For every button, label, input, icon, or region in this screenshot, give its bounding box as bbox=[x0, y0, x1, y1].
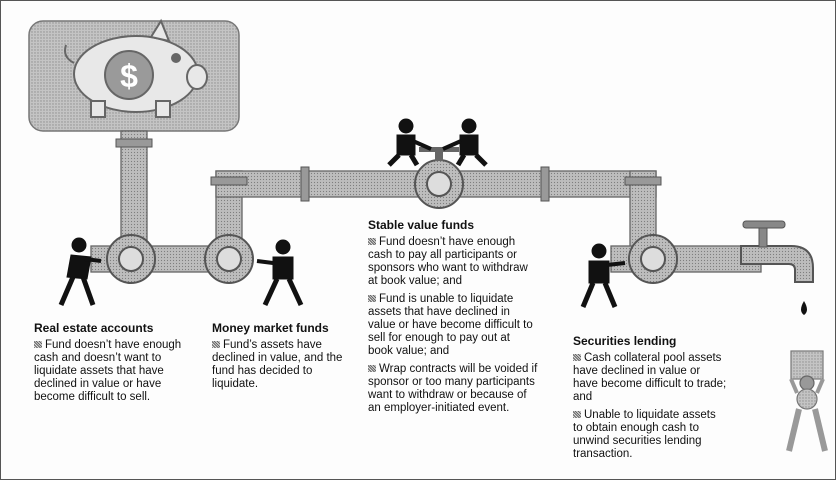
bullet-icon bbox=[368, 295, 376, 302]
stable-value-title: Stable value funds bbox=[368, 218, 475, 232]
valve-right bbox=[628, 234, 678, 284]
bullet-icon bbox=[368, 365, 376, 372]
real-estate-block: Real estate accounts Fund doesn’t have e… bbox=[34, 322, 184, 409]
real-estate-item: Fund doesn’t have enough cash and doesn’… bbox=[34, 339, 182, 403]
securities-lending-block: Securities lending Cash collateral pool … bbox=[573, 335, 728, 466]
person-turning-valve-icon bbox=[256, 239, 304, 307]
bullet-icon bbox=[34, 341, 42, 348]
water-drop-icon bbox=[801, 301, 807, 315]
bullet-icon bbox=[212, 341, 220, 348]
bullet-icon bbox=[573, 411, 581, 418]
securities-lending-item: Unable to liquidate assets to obtain eno… bbox=[573, 409, 716, 460]
bullet-icon bbox=[368, 238, 376, 245]
valve-left bbox=[106, 234, 156, 284]
money-market-title: Money market funds bbox=[212, 321, 329, 335]
person-turning-valve-icon bbox=[580, 243, 626, 308]
piggy-bank-icon: $ bbox=[28, 18, 240, 132]
faucet-icon bbox=[740, 220, 814, 283]
dollar-sign: $ bbox=[120, 58, 138, 94]
stable-value-item: Fund is unable to liquidate assets that … bbox=[368, 293, 533, 357]
valve-top bbox=[414, 147, 464, 209]
person-holding-money-icon bbox=[786, 350, 828, 452]
valve-middle bbox=[204, 234, 254, 284]
money-market-block: Money market funds Fund’s assets have de… bbox=[212, 322, 347, 396]
stable-value-item: Wrap contracts will be voided if sponsor… bbox=[368, 363, 538, 414]
securities-lending-title: Securities lending bbox=[573, 334, 677, 348]
stable-value-item: Fund doesn’t have enough cash to pay all… bbox=[368, 236, 528, 287]
person-turning-valve-icon bbox=[387, 118, 488, 167]
person-turning-valve-icon bbox=[58, 237, 102, 306]
real-estate-title: Real estate accounts bbox=[34, 321, 154, 335]
stable-value-block: Stable value funds Fund doesn’t have eno… bbox=[368, 219, 538, 420]
bullet-icon bbox=[573, 354, 581, 361]
money-market-item: Fund’s assets have declined in value, an… bbox=[212, 339, 343, 390]
securities-lending-item: Cash collateral pool assets have decline… bbox=[573, 352, 727, 403]
